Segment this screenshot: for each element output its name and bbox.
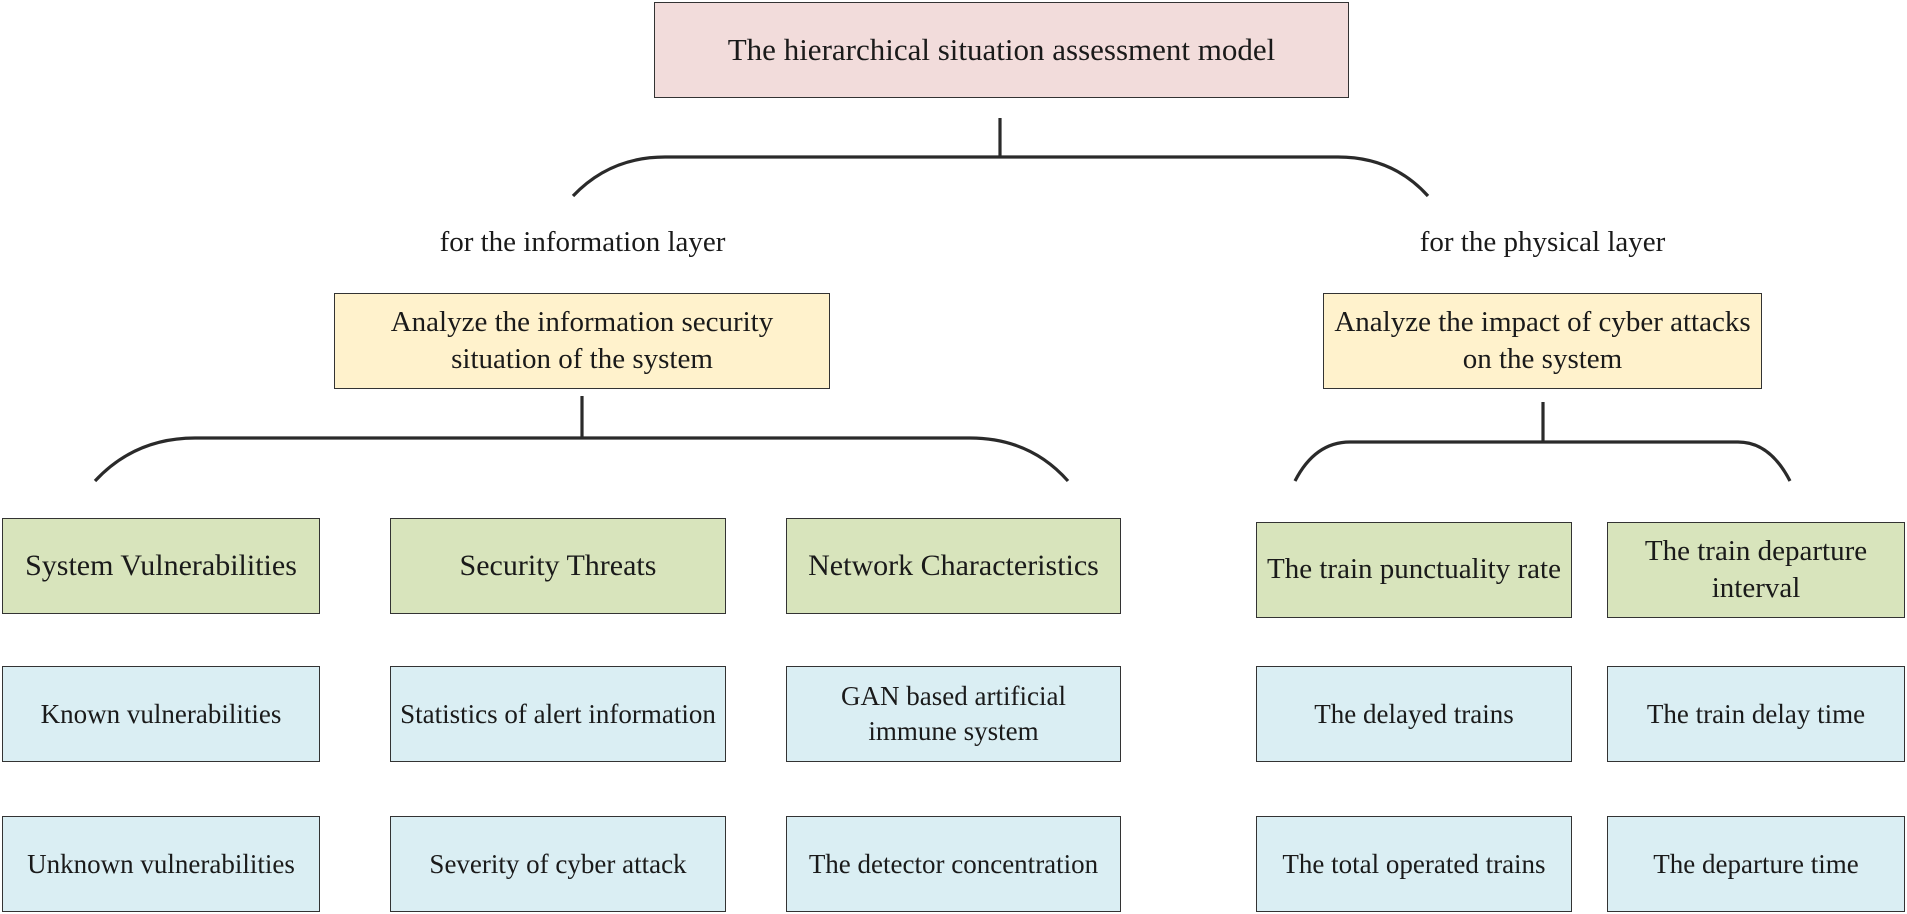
indicator-label: The departure time: [1653, 848, 1859, 879]
indicator-known-vulnerabilities: Known vulnerabilities: [2, 666, 320, 762]
indicator-total-operated-trains: The total operated trains: [1256, 816, 1572, 912]
category-label: System Vulnerabilities: [25, 548, 297, 582]
category-system-vulnerabilities: System Vulnerabilities: [2, 518, 320, 614]
information-objective-text: Analyze the information security situati…: [390, 305, 774, 375]
indicator-label: Unknown vulnerabilities: [27, 848, 295, 879]
physical-layer-label: for the physical layer: [1419, 226, 1666, 258]
indicator-label: The detector concentration: [808, 848, 1099, 879]
indicator-delayed-trains: The delayed trains: [1256, 666, 1572, 762]
indicator-departure-time: The departure time: [1607, 816, 1905, 912]
category-security-threats: Security Threats: [390, 518, 726, 614]
indicator-train-delay-time: The train delay time: [1607, 666, 1905, 762]
indicator-statistics-of-alert-information: Statistics of alert information: [390, 666, 726, 762]
indicator-label: Statistics of alert information: [400, 698, 716, 729]
category-network-characteristics: Network Characteristics: [786, 518, 1121, 614]
indicator-unknown-vulnerabilities: Unknown vulnerabilities: [2, 816, 320, 912]
category-label: The train punctuality rate: [1267, 553, 1561, 586]
indicator-label: Known vulnerabilities: [40, 698, 282, 729]
indicator-label: The delayed trains: [1314, 698, 1514, 729]
category-label: The train departure interval: [1644, 534, 1868, 604]
indicator-severity-of-cyber-attack: Severity of cyber attack: [390, 816, 726, 912]
root-model-box: The hierarchical situation assessment mo…: [654, 2, 1349, 98]
indicator-label: Severity of cyber attack: [429, 848, 687, 879]
indicator-label: The total operated trains: [1282, 848, 1546, 879]
indicator-detector-concentration: The detector concentration: [786, 816, 1121, 912]
root-model-title: The hierarchical situation assessment mo…: [727, 32, 1276, 68]
information-layer-label: for the information layer: [439, 226, 726, 258]
category-train-departure-interval: The train departure interval: [1607, 522, 1905, 618]
category-train-punctuality-rate: The train punctuality rate: [1256, 522, 1572, 618]
indicator-label: GAN based artificial immune system: [841, 681, 1066, 746]
information-brace: [93, 436, 1070, 483]
physical-objective-box: Analyze the impact of cyber attacks on t…: [1323, 293, 1762, 389]
physical-objective-text: Analyze the impact of cyber attacks on t…: [1334, 305, 1751, 375]
indicator-gan-artificial-immune-system: GAN based artificial immune system: [786, 666, 1121, 762]
category-label: Network Characteristics: [808, 548, 1099, 582]
physical-brace: [1293, 440, 1792, 482]
information-objective-box: Analyze the information security situati…: [334, 293, 830, 389]
indicator-label: The train delay time: [1646, 698, 1866, 729]
root-brace: [571, 155, 1430, 198]
category-label: Security Threats: [459, 548, 657, 582]
